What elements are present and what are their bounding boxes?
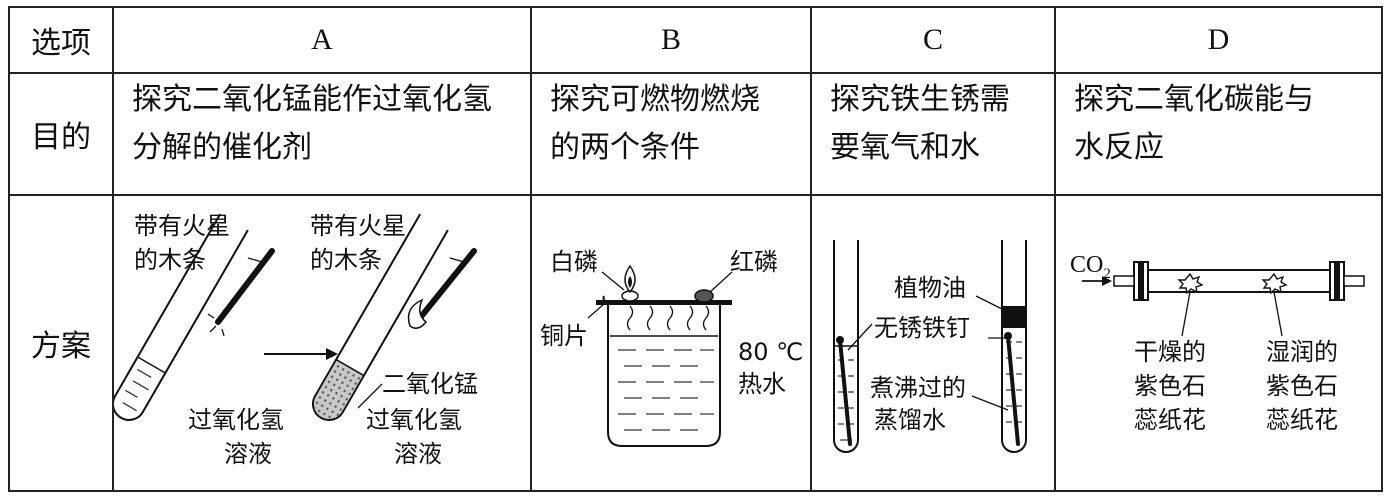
plan-c: 植物油 无锈铁钉 煮沸过的 蒸馏水: [810, 194, 1056, 492]
label-co2: CO2: [1070, 252, 1111, 282]
test-tube-c1: [833, 240, 859, 453]
label-dry-a: 干燥的: [1134, 338, 1206, 366]
goal-d-line1: 探究二氧化碳能与: [1074, 82, 1314, 117]
goal-c-line1: 探究铁生锈需: [830, 82, 1010, 117]
label-catalyst: 二氧化锰: [382, 370, 478, 398]
header-d: D: [1054, 6, 1383, 74]
flame-icon: [407, 298, 428, 329]
label-solution-2b: 溶液: [394, 440, 442, 468]
label-splint-1a: 带有火星: [134, 212, 230, 240]
label-white-phosphorus: 白磷: [550, 248, 598, 276]
diagram-a: 带有火星 的木条 带有火星 的木条 二氧化锰 过氧化氢 溶液 过氧化氢 溶液: [114, 212, 478, 468]
dry-flower-icon: [1177, 272, 1204, 295]
label-solution-1a: 过氧化氢: [188, 406, 284, 434]
label-solution-2a: 过氧化氢: [366, 406, 462, 434]
iron-nail-1: [838, 338, 852, 446]
plan-row-label: 方案: [8, 194, 114, 492]
test-tube-c2: [1001, 240, 1027, 453]
diagram-d: CO2 干燥的 紫色石 蕊纸花 湿润的 紫色石 蕊纸花: [1070, 252, 1365, 434]
label-splint-2b: 的木条: [310, 246, 382, 274]
label-splint-1b: 的木条: [134, 246, 206, 274]
glass-tube: [1139, 269, 1339, 293]
label-red-phosphorus: 红磷: [730, 248, 778, 276]
test-tube-2: [312, 213, 449, 421]
label-wet-a: 湿润的: [1266, 338, 1338, 366]
spark-1: [207, 313, 225, 337]
header-a: A: [112, 6, 532, 74]
goal-b: 探究可燃物燃烧 的两个条件: [530, 72, 812, 196]
label-wet-c: 蕊纸花: [1266, 406, 1338, 434]
label-copper: 铜片: [540, 322, 588, 350]
label-dry-b: 紫色石: [1134, 372, 1206, 400]
plan-row: 方案: [8, 194, 1383, 492]
label-solution-1b: 溶液: [224, 440, 272, 468]
plan-a: 带有火星 的木条 带有火星 的木条 二氧化锰 过氧化氢 溶液 过氧化氢 溶液: [112, 194, 532, 492]
wet-flower-icon: [1261, 272, 1288, 295]
diagram-c: 植物油 无锈铁钉 煮沸过的 蒸馏水: [833, 240, 1027, 453]
label-splint-2a: 带有火星: [310, 212, 406, 240]
header-row: 选项 A B C D: [8, 6, 1383, 74]
plan-b: 白磷 红磷 铜片 80 ℃ 热水: [530, 194, 812, 492]
label-nail: 无锈铁钉: [874, 314, 970, 342]
label-wet-b: 紫色石: [1266, 372, 1338, 400]
label-water-a: 煮沸过的: [870, 374, 966, 402]
goal-c-line2: 要氧气和水: [830, 130, 980, 165]
copper-plate: [596, 300, 732, 305]
hot-water-hatch: [618, 349, 714, 431]
label-oil: 植物油: [894, 274, 966, 302]
label-water-temp: 80 ℃: [738, 338, 803, 366]
oil-layer: [1003, 306, 1025, 328]
beaker: [607, 304, 721, 447]
header-b: B: [530, 6, 812, 74]
goal-row-label: 目的: [8, 72, 114, 196]
label-water-b: 蒸馏水: [874, 406, 946, 434]
goal-c: 探究铁生锈需 要氧气和水: [810, 72, 1056, 196]
red-phosphorus: [694, 289, 714, 303]
goal-b-line2: 的两个条件: [550, 130, 700, 165]
label-dry-c: 蕊纸花: [1134, 406, 1206, 434]
goal-d-line2: 水反应: [1074, 130, 1164, 165]
plan-d: CO2 干燥的 紫色石 蕊纸花 湿润的 紫色石 蕊纸花: [1054, 194, 1383, 492]
goal-row: 目的 探究二氧化锰能作过氧化氢 分解的催化剂 探究可燃物燃烧 的两个条件 探究铁…: [8, 72, 1383, 196]
goal-b-line1: 探究可燃物燃烧: [550, 82, 760, 117]
header-option: 选项: [8, 6, 114, 74]
splint-1: [215, 248, 275, 325]
test-tube-1: [114, 213, 249, 421]
experiment-options-table: 选项 A B C D 目的 探究二氧化锰能作过氧化氢 分解的催化剂 探究可燃物燃…: [8, 6, 1383, 492]
splint-2: [417, 248, 477, 321]
diagram-b: 白磷 红磷 铜片 80 ℃ 热水: [540, 248, 803, 447]
goal-a: 探究二氧化锰能作过氧化氢 分解的催化剂: [112, 72, 532, 196]
header-c: C: [810, 6, 1056, 74]
steam: [626, 305, 710, 331]
goal-d: 探究二氧化碳能与 水反应: [1054, 72, 1383, 196]
label-hot-water: 热水: [738, 370, 786, 398]
goal-a-line1: 探究二氧化锰能作过氧化氢: [132, 82, 492, 117]
iron-nail-2: [1006, 334, 1020, 446]
goal-a-line2: 分解的催化剂: [132, 130, 312, 165]
